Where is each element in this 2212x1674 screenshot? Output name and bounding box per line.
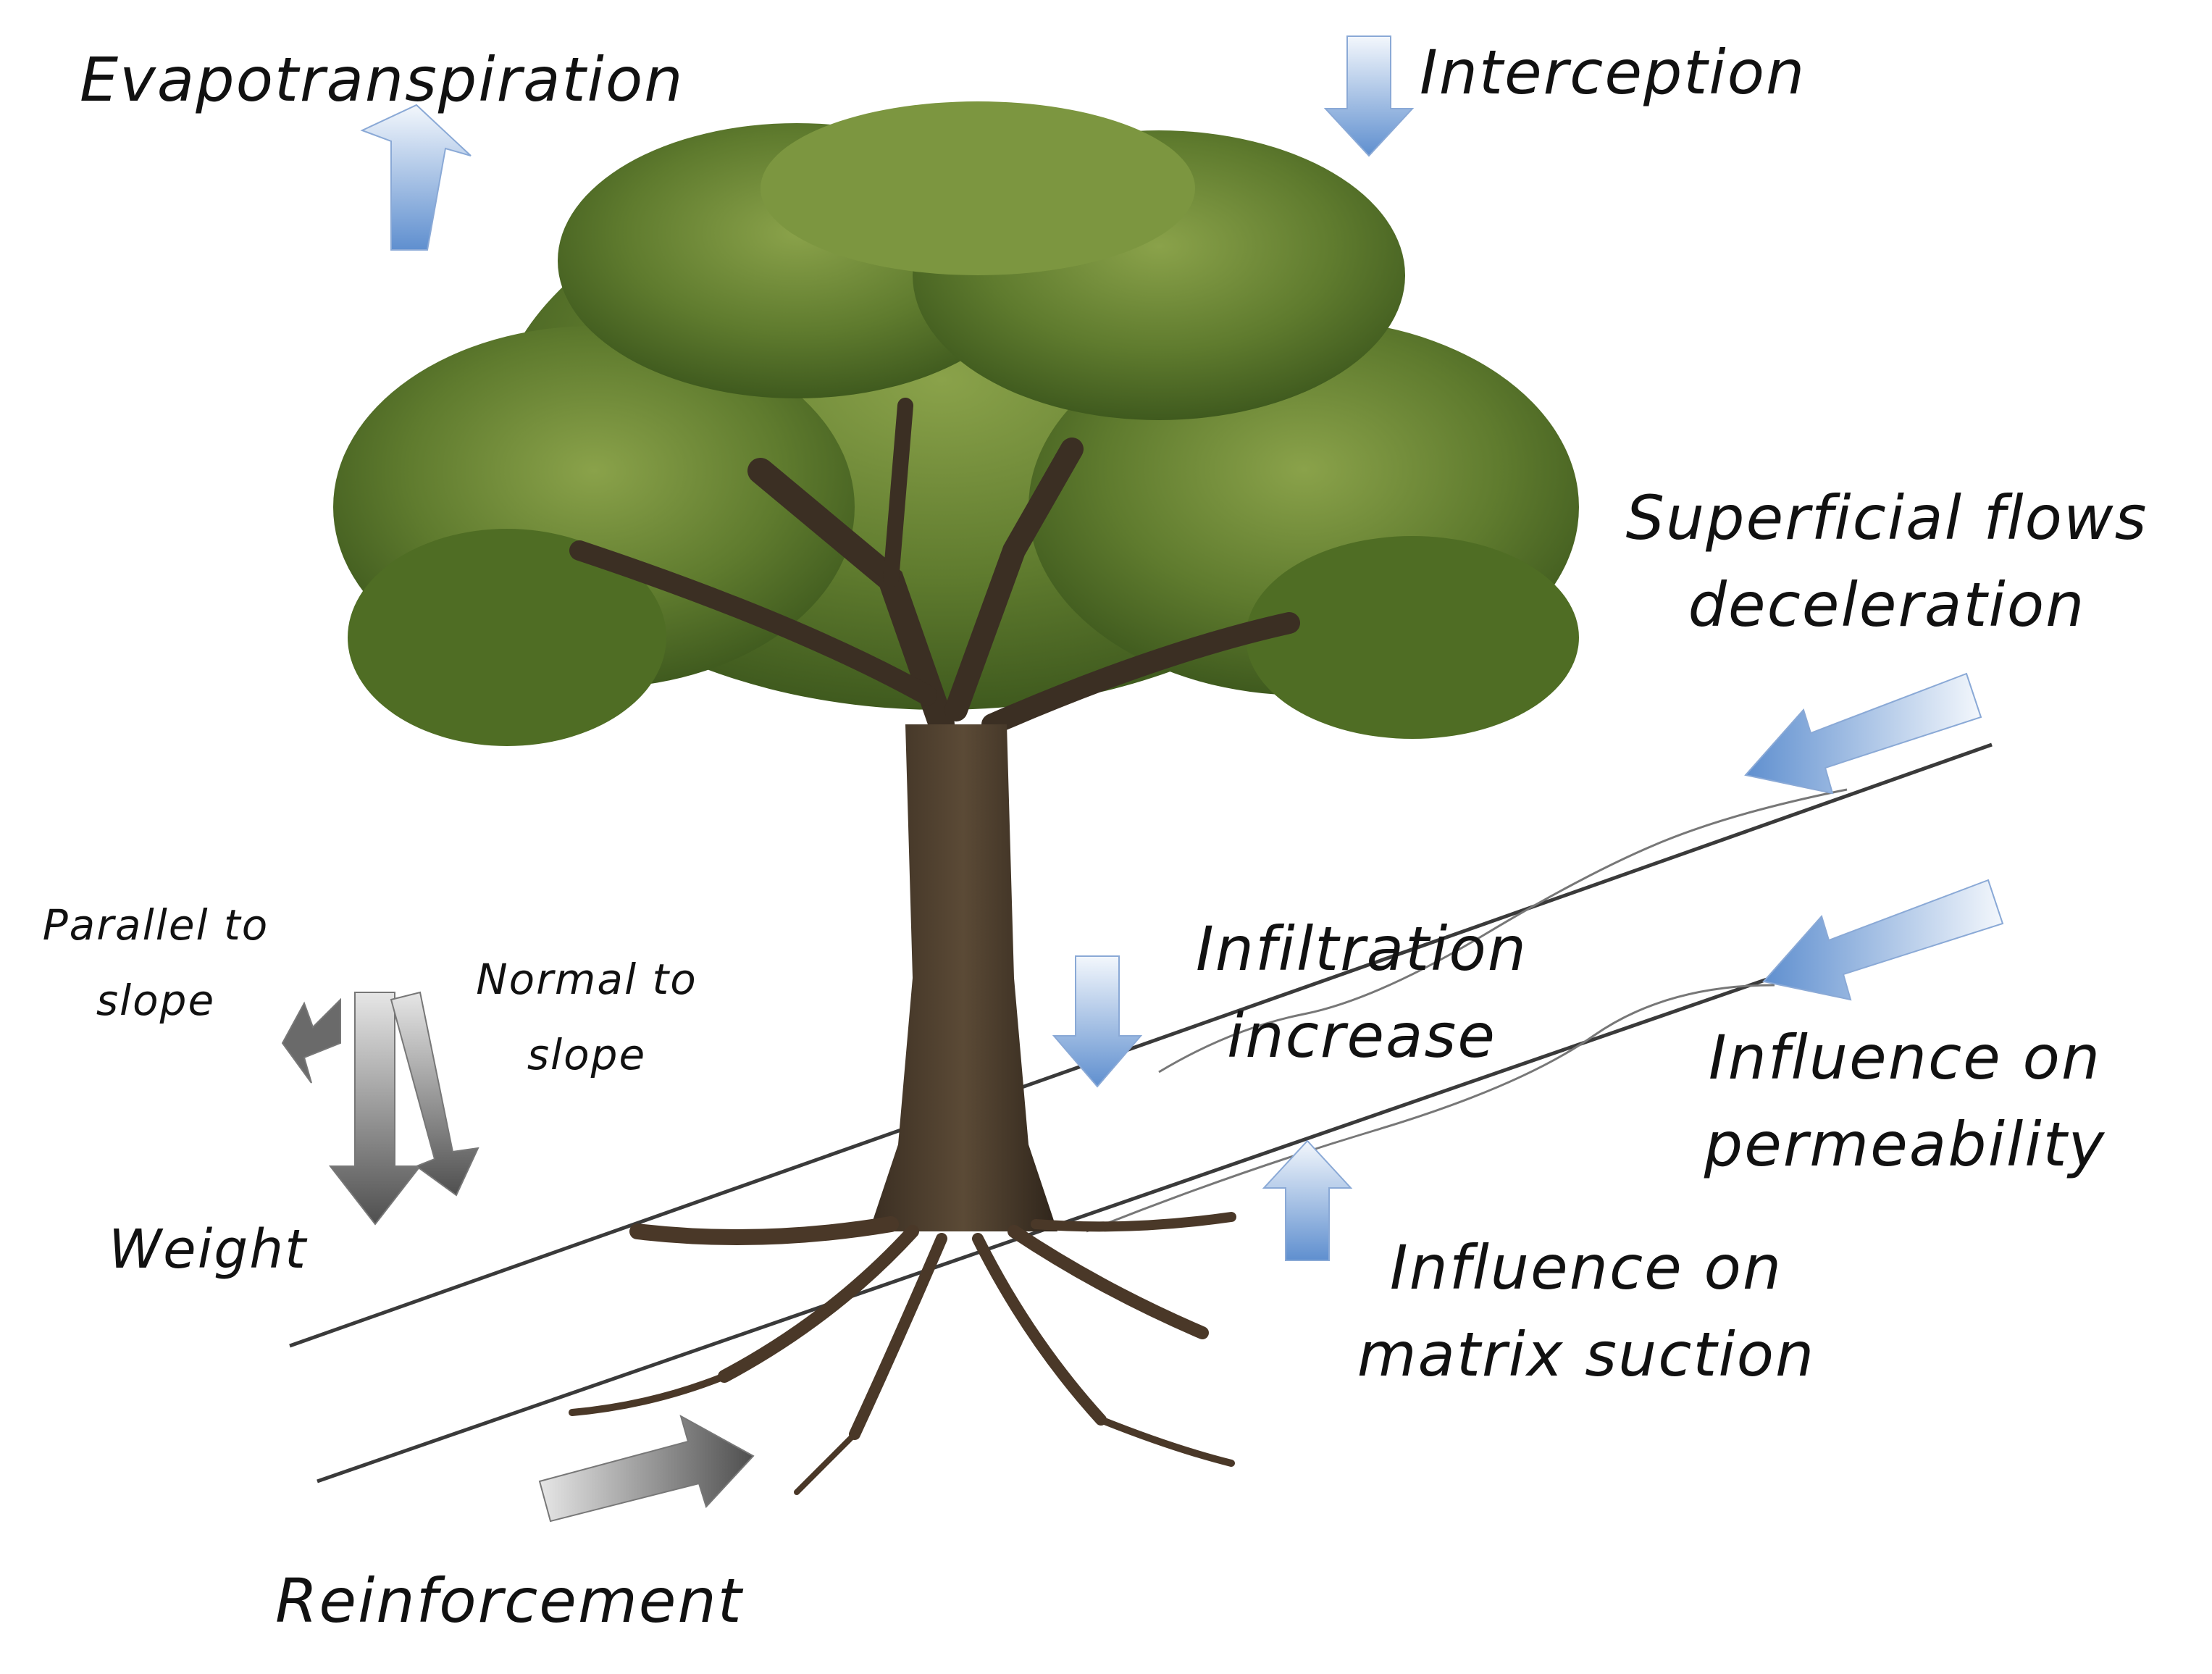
label-permeability-line1: Influence on — [1708, 1022, 2102, 1093]
label-superficial-flows: Superficial flows deceleration — [1586, 474, 2187, 648]
label-infiltration-line2: increase — [1227, 1000, 1496, 1071]
label-influence-permeability: Influence on permeability — [1666, 1014, 2144, 1188]
label-superficial-flows-line1: Superficial flows — [1625, 482, 2148, 553]
upper-slope-texture — [1158, 788, 1848, 1074]
label-parallel-to-slope: Parallel to slope — [18, 887, 293, 1038]
label-weight: Weight — [109, 1218, 308, 1281]
upper-slope-line — [289, 742, 1993, 1348]
permeability-arrow — [1762, 879, 2004, 1001]
label-parallel-line1: Parallel to — [42, 900, 269, 950]
label-normal-line2: slope — [527, 1030, 647, 1079]
label-parallel-line2: slope — [96, 976, 216, 1025]
label-suction-line1: Influence on — [1389, 1232, 1783, 1303]
label-superficial-flows-line2: deceleration — [1688, 569, 2086, 640]
matrix-suction-arrow — [1262, 1139, 1353, 1261]
tree-trunk — [869, 724, 1057, 1231]
label-normal-line1: Normal to — [476, 955, 697, 1004]
reinforcement-arrow — [538, 1414, 755, 1523]
label-influence-matrix-suction: Influence on matrix suction — [1304, 1224, 1869, 1398]
evapotranspiration-arrow — [360, 104, 472, 251]
label-infiltration-line1: Infiltration — [1195, 913, 1528, 984]
normal-to-slope-arrow — [390, 991, 479, 1197]
parallel-to-slope-arrow — [281, 997, 341, 1084]
label-reinforcement: Reinforcement — [275, 1565, 743, 1636]
tree-branches — [569, 398, 1300, 737]
label-normal-to-slope: Normal to slope — [449, 942, 724, 1092]
tree-canopy — [333, 101, 1579, 746]
label-suction-line2: matrix suction — [1357, 1319, 1816, 1390]
tree-roots — [569, 1212, 1236, 1495]
label-interception: Interception — [1420, 37, 1806, 108]
label-infiltration-increase: Infiltration increase — [1137, 905, 1586, 1079]
superficial-flow-arrow — [1744, 672, 1982, 795]
label-permeability-line2: permeability — [1704, 1109, 2106, 1180]
weight-arrow — [328, 992, 422, 1226]
interception-arrow — [1323, 35, 1415, 157]
infiltration-arrow — [1052, 955, 1143, 1088]
label-evapotranspiration: Evapotranspiration — [80, 44, 684, 115]
lower-slope-texture — [1086, 984, 1775, 1233]
